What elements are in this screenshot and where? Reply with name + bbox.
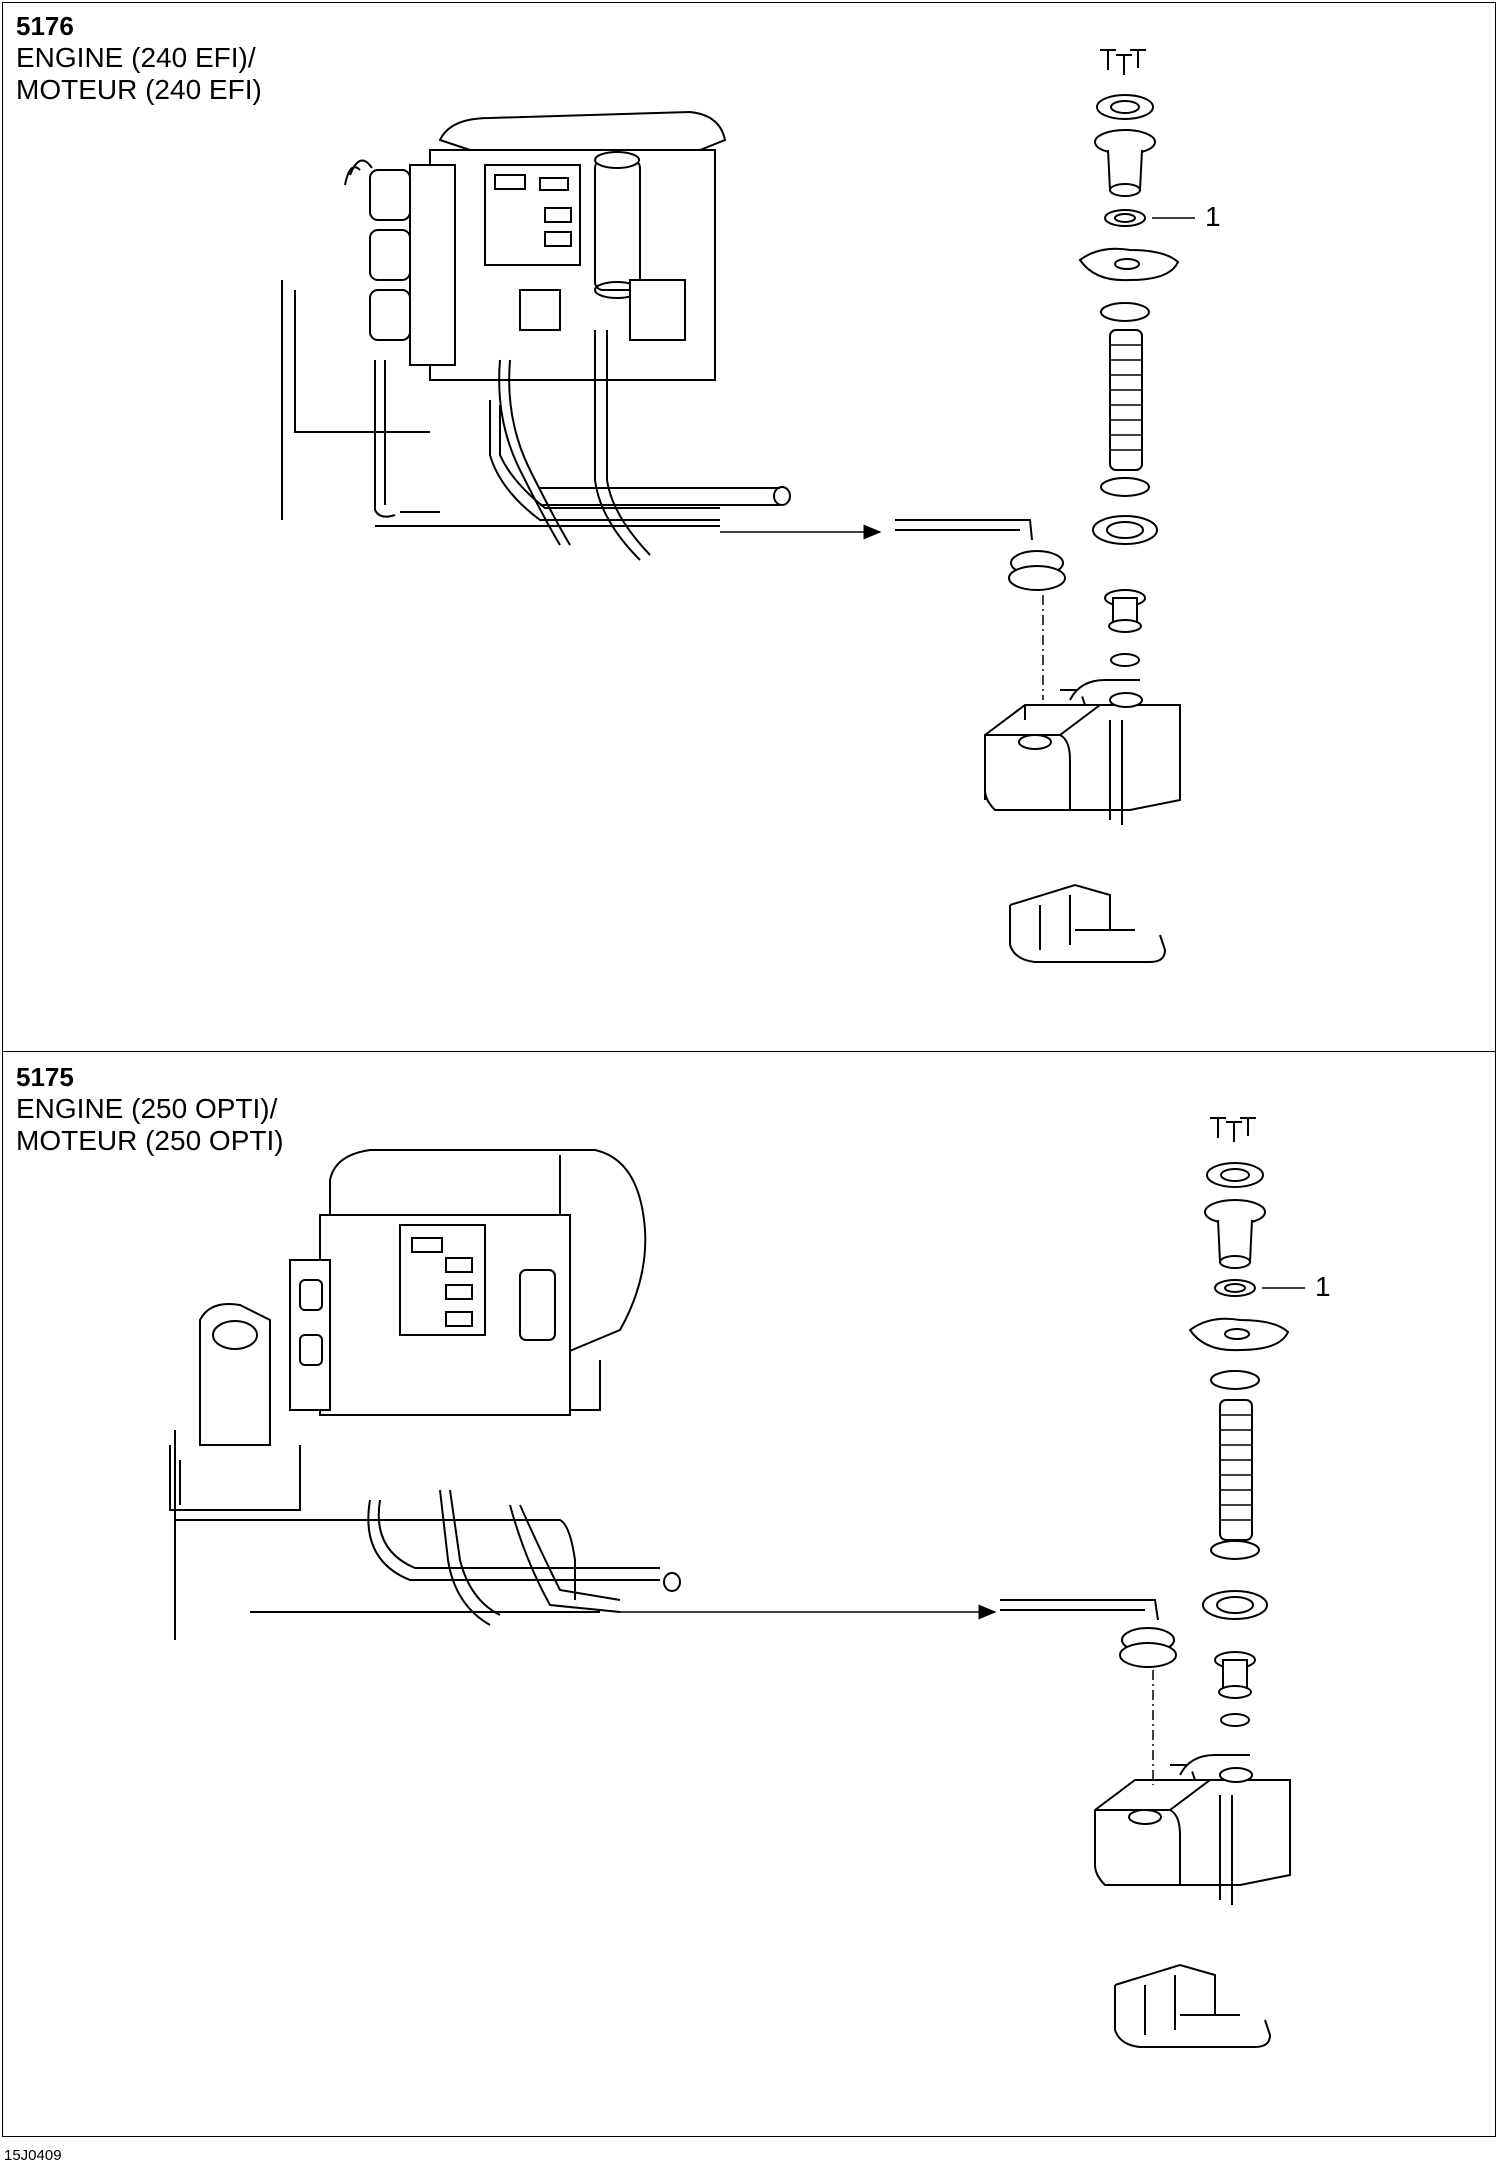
panel-title-en: ENGINE (240 EFI)/ (16, 41, 256, 73)
panel-title-fr: MOTEUR (240 EFI) (16, 74, 262, 106)
figure-code: 15J0409 (4, 2147, 62, 2164)
panel-title-fr: MOTEUR (250 OPTI) (16, 1125, 284, 1157)
panel-header-5176: 5176 ENGINE (240 EFI)/ MOTEUR (240 EFI) (16, 11, 262, 106)
callout-number: 1 (1205, 201, 1221, 232)
panel-header-5175: 5175 ENGINE (250 OPTI)/ MOTEUR (250 OPTI… (16, 1062, 284, 1157)
panel-divider (2, 1051, 1496, 1052)
panel-number: 5175 (16, 1062, 74, 1092)
panel-title-en: ENGINE (250 OPTI)/ (16, 1092, 278, 1124)
engine-240-efi-illustration (281, 110, 791, 561)
panel-number: 5176 (16, 11, 74, 41)
engine-250-opti-illustration (169, 1149, 681, 1640)
diagram-frame (2, 2, 1496, 2137)
fuel-tank-assembly-5176 (895, 49, 1181, 963)
callout-number: 1 (1315, 1271, 1331, 1302)
fuel-tank-assembly-5175 (1000, 1117, 1291, 2048)
